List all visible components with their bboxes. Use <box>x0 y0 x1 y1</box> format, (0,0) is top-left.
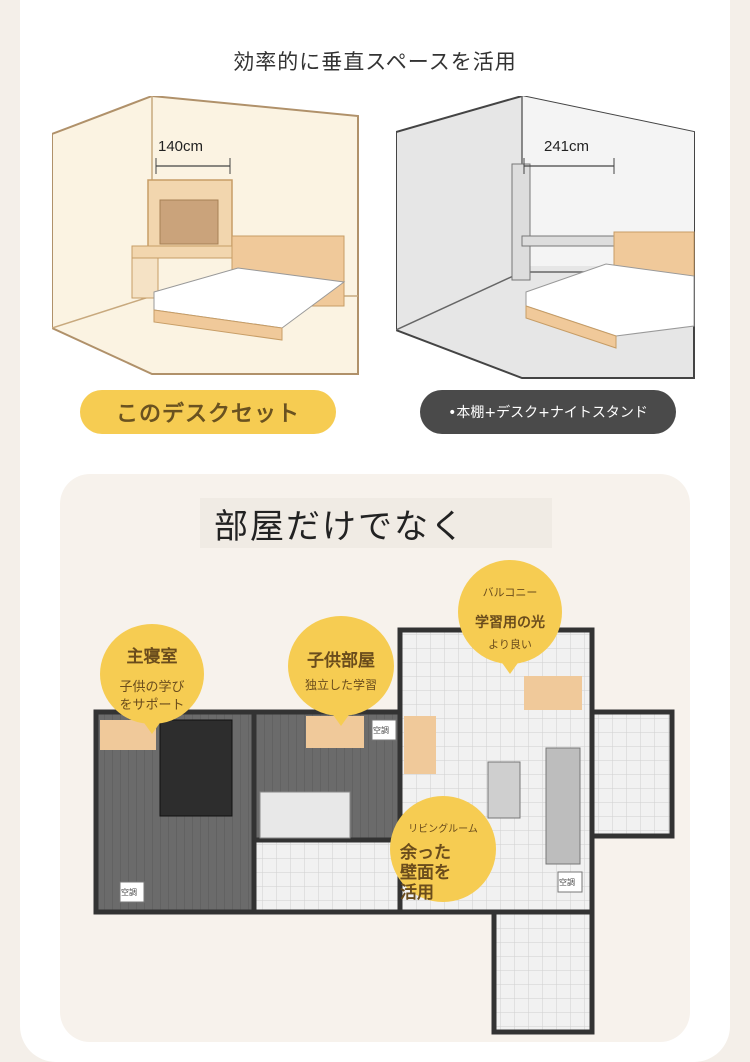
master-bedroom-line1: 子供の学び <box>119 680 185 695</box>
living-room-line2: 壁面を <box>400 863 451 883</box>
balcony-bubble: バルコニー 学習用の光 より良い <box>458 560 562 674</box>
kids-room-bubble: 子供部屋 独立した学習 <box>288 616 394 726</box>
balcony-title: バルコニー <box>482 586 538 599</box>
living-room-line3: 活用 <box>400 883 434 903</box>
right-room-illustration <box>396 96 695 379</box>
left-dimension-label: 140cm <box>158 138 204 155</box>
balcony-line1: 学習用の光 <box>475 615 545 631</box>
master-bedroom-title: 主寝室 <box>126 647 178 667</box>
furniture-combo-label: •本棚+デスク+ナイトスタンド <box>420 390 676 434</box>
right-dimension-label: 241cm <box>544 138 590 155</box>
master-bedroom-bubble: 主寝室 子供の学び をサポート <box>100 624 204 734</box>
floorplan-title: 部屋だけでなく <box>200 498 552 548</box>
left-room-illustration <box>52 96 359 375</box>
kids-room-subtitle: 独立した学習 <box>304 678 377 692</box>
ac-label-living: 空調 <box>559 878 575 887</box>
living-room-title: リビングルーム <box>408 824 478 835</box>
kids-room-title: 子供部屋 <box>307 651 375 671</box>
page-title: 効率的に垂直スペースを活用 <box>233 50 517 74</box>
living-room-line1: 余った <box>400 843 451 863</box>
desk-set-label: このデスクセット <box>80 390 336 434</box>
master-bedroom-line2: をサポート <box>119 698 185 713</box>
ac-label-kids: 空調 <box>373 726 389 735</box>
ac-label-master: 空調 <box>121 888 137 897</box>
living-room-bubble: リビングルーム 余った 壁面を 活用 <box>390 796 496 903</box>
balcony-line2: より良い <box>488 638 532 651</box>
